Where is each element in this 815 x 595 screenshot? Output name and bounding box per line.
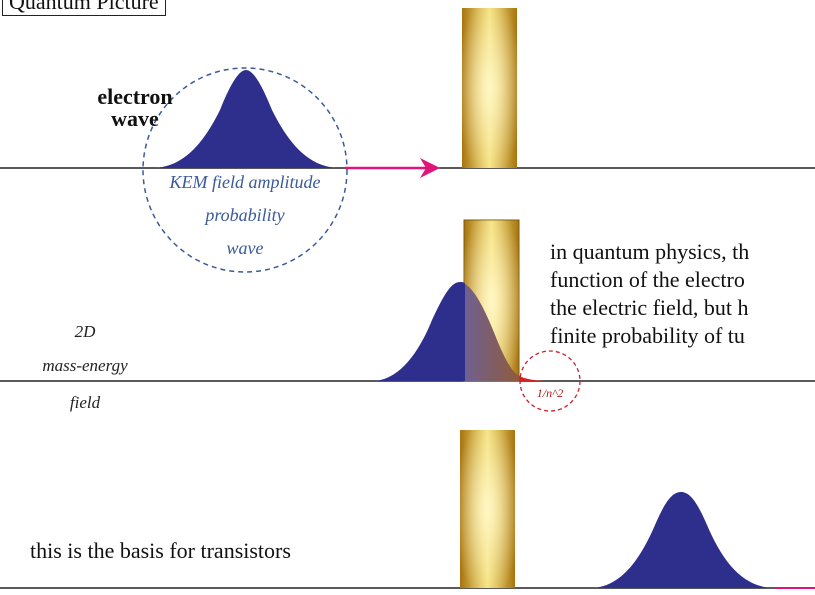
wave-packet-left: [372, 282, 465, 381]
paragraph-line-3: the electric field, but h: [550, 295, 749, 320]
electron-wave-packet-1: [152, 70, 340, 168]
paragraph-line-1: in quantum physics, th: [550, 239, 750, 264]
electron-word: electron: [97, 84, 173, 109]
row-1: [0, 8, 815, 273]
circle-label-line-3: wave: [226, 238, 264, 258]
circle-label-line-1: KEM field amplitude: [169, 172, 321, 192]
wave-word: wave: [111, 106, 159, 131]
arrow-head-icon: [420, 158, 440, 178]
paragraph-line-2: function of the electro: [550, 267, 745, 292]
mass-label-line-3: field: [69, 393, 101, 412]
tunnel-circle: [519, 350, 581, 412]
row-2: [0, 219, 815, 412]
paragraph-line-4: finite probability of tu: [550, 323, 745, 348]
tunnel-label: 1/n^2: [536, 386, 564, 400]
wave-in-barrier: [465, 284, 519, 381]
tunneled-wave: [519, 376, 548, 381]
bottom-caption: this is the basis for transistors: [30, 538, 291, 563]
mass-label-line-1: 2D: [74, 322, 96, 341]
row-3: [0, 430, 815, 589]
circle-label-line-2: probability: [205, 205, 285, 225]
transmitted-wave-packet: [590, 492, 775, 588]
electron-wave-label: electron wave: [80, 86, 190, 130]
mass-label-line-2: mass-energy: [42, 356, 128, 375]
probability-circle: [142, 67, 348, 273]
title-box: Quantum Picture: [2, 0, 166, 16]
